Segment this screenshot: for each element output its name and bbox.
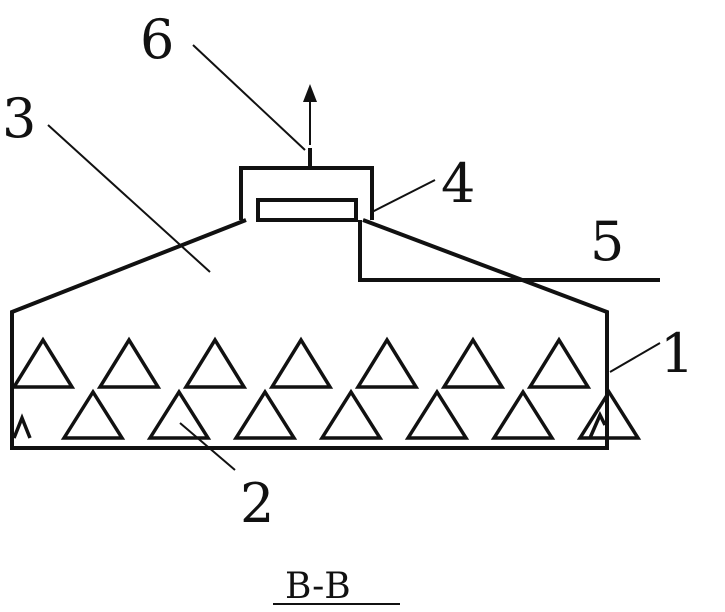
packing-triangle-upper — [10, 336, 76, 389]
packing-triangle-partial-right — [588, 410, 607, 439]
packing-triangle-upper — [96, 336, 162, 389]
packing-triangle-lower — [60, 388, 126, 440]
housing-outline — [10, 218, 609, 450]
section-label: B-B — [285, 566, 351, 607]
packing-triangles — [10, 336, 642, 440]
packing-triangle-upper — [182, 336, 248, 389]
packing-triangle-partial-left — [12, 413, 32, 439]
cap-chamber — [239, 166, 374, 220]
leader-line-1 — [609, 342, 661, 373]
packing-triangle-lower — [404, 388, 470, 440]
packing-triangle-lower — [576, 388, 642, 440]
leader-line-3 — [47, 124, 211, 273]
leader-line-4 — [371, 179, 436, 213]
label-part-2: 2 — [240, 472, 274, 535]
label-part-1: 1 — [660, 322, 694, 385]
packing-triangle-lower — [490, 388, 556, 440]
label-part-6: 6 — [140, 8, 174, 71]
label-part-5: 5 — [590, 210, 624, 273]
label-part-3: 3 — [2, 87, 36, 150]
packing-triangle-lower — [232, 388, 298, 440]
packing-triangle-upper — [268, 336, 334, 389]
packing-triangle-upper — [526, 336, 592, 389]
leader-line-6 — [192, 44, 306, 151]
packing-triangle-lower — [318, 388, 384, 440]
label-part-4: 4 — [441, 152, 475, 215]
leader-line-2 — [179, 422, 236, 471]
packing-triangle-lower — [146, 388, 212, 440]
outlet-arrow-head — [303, 84, 317, 102]
inlet-pipe — [358, 220, 660, 282]
packing-triangle-upper — [354, 336, 420, 389]
packing-triangle-upper — [440, 336, 506, 389]
filter-element — [256, 198, 358, 222]
